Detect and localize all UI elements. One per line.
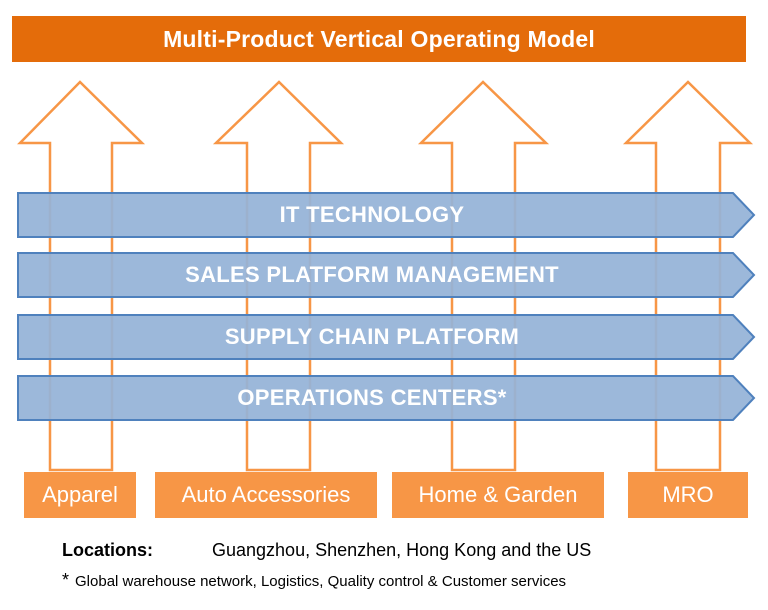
band-sales-platform <box>17 252 756 298</box>
locations-label: Locations: <box>62 540 154 560</box>
band-operations-centers <box>17 375 756 421</box>
product-box-mro: MRO <box>628 472 748 518</box>
band-label-supply-chain: SUPPLY CHAIN PLATFORM <box>224 324 520 349</box>
band-label-operations-centers: OPERATIONS CENTERS* <box>237 385 507 410</box>
locations-value: Guangzhou, Shenzhen, Hong Kong and the U… <box>212 540 592 560</box>
band-supply-chain <box>17 314 756 360</box>
band-label-it-technology: IT TECHNOLOGY <box>279 202 465 227</box>
locations-line: Locations: Guangzhou, Shenzhen, Hong Kong… <box>62 540 591 561</box>
product-box-apparel: Apparel <box>24 472 136 518</box>
footnote: * Global warehouse network, Logistics, Qu… <box>62 570 566 591</box>
footnote-text: Global warehouse network, Logistics, Qua… <box>75 573 567 590</box>
band-label-sales-platform: SALES PLATFORM MANAGEMENT <box>185 262 559 287</box>
product-box-home-garden: Home & Garden <box>392 472 604 518</box>
diagram-title: Multi-Product Vertical Operating Model <box>12 16 746 62</box>
band-it-technology <box>17 192 756 238</box>
footnote-marker: * <box>62 570 70 590</box>
product-box-auto-accessories: Auto Accessories <box>155 472 377 518</box>
